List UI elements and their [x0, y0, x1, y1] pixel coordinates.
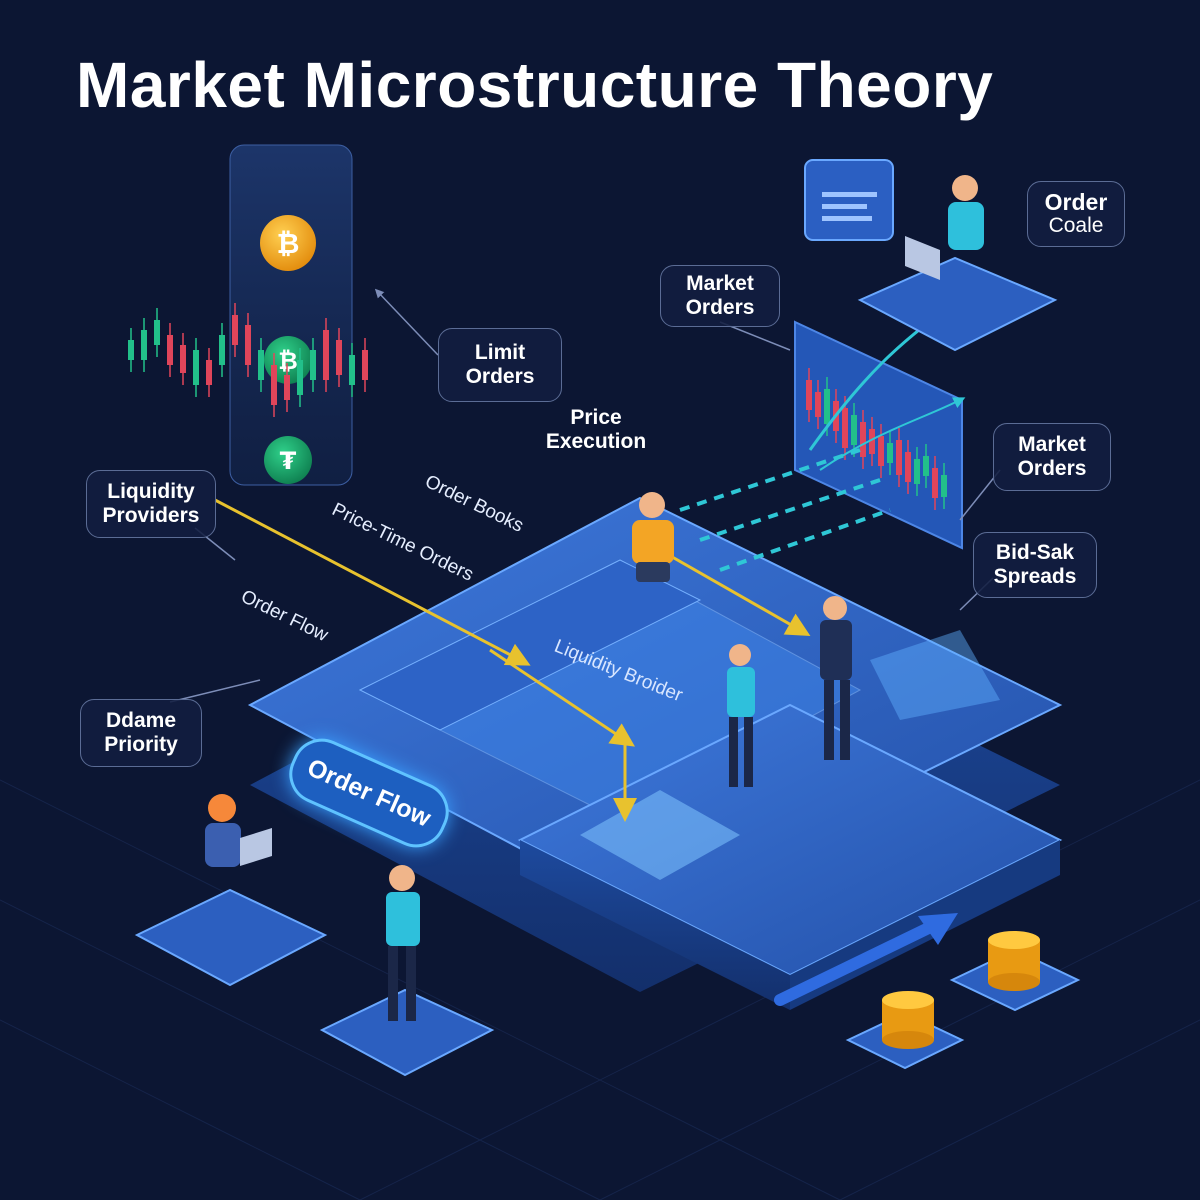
candle-body — [258, 350, 264, 380]
trader-left-seated — [134, 794, 328, 987]
candle-body — [923, 456, 929, 476]
callout-liquidity-providers: Liquidity Providers — [86, 470, 216, 538]
dashed-flow-lines — [679, 448, 891, 572]
callout-line: Ddame — [105, 709, 177, 732]
candle-body — [824, 389, 830, 424]
candle-body — [128, 340, 134, 360]
candle-body — [232, 315, 238, 345]
callout-bid-sak-spreads: Bid-Sak Spreads — [973, 532, 1097, 598]
callout-line: Priority — [104, 733, 178, 756]
callout-line: Bid-Sak — [995, 541, 1075, 564]
svg-text:₿: ₿ — [278, 347, 298, 375]
candle-body — [219, 335, 225, 365]
candle-body — [284, 375, 290, 400]
glow-pad-right — [870, 630, 1000, 720]
candle-body — [154, 320, 160, 345]
label-line: Execution — [545, 430, 647, 453]
callout-market-orders-right: Market Orders — [993, 423, 1111, 491]
trend-arrow-icon — [774, 913, 958, 1006]
callout-ddame-priority: Ddame Priority — [80, 699, 202, 767]
candle-body — [193, 350, 199, 385]
coin-panel — [229, 144, 353, 486]
candle-body — [141, 330, 147, 360]
svg-text:₮: ₮ — [280, 447, 297, 475]
candle-body — [815, 392, 821, 417]
svg-text:₿: ₿ — [277, 227, 300, 260]
callout-line: Orders — [1017, 457, 1087, 480]
candle-body — [887, 443, 893, 463]
candle-body — [297, 360, 303, 395]
candle-body — [869, 429, 875, 454]
callout-line: Orders — [465, 365, 535, 388]
candle-body — [842, 408, 848, 448]
candle-body — [932, 468, 938, 498]
candle-body — [323, 330, 329, 380]
callout-market-orders-top: Market Orders — [660, 265, 780, 327]
candle-body — [336, 340, 342, 375]
callout-line: Providers — [102, 504, 200, 527]
candle-body — [362, 350, 368, 380]
candle-body — [271, 365, 277, 405]
candle-body — [349, 355, 355, 385]
laptop-icon — [905, 236, 940, 280]
callout-line: Orders — [685, 296, 755, 319]
label-price-execution: Price Execution — [538, 406, 654, 454]
candle-body — [180, 345, 186, 373]
label-line: Price — [570, 406, 622, 429]
callout-line: Limit — [474, 341, 526, 364]
candle-body — [905, 452, 911, 482]
trader-top-right — [857, 175, 1058, 352]
candle-body — [878, 436, 884, 466]
callout-line: Coale — [1048, 214, 1104, 237]
candle-body — [310, 350, 316, 380]
callout-line: Market — [1018, 433, 1086, 456]
order-flow-arrows — [214, 498, 811, 822]
chat-bubble-icon — [804, 159, 894, 241]
candle-body — [806, 380, 812, 410]
trader-cyan — [727, 644, 755, 787]
candle-body — [167, 335, 173, 365]
callout-limit-orders: Limit Orders — [438, 328, 562, 402]
coin-stack-small — [845, 991, 965, 1070]
trader-bottom — [319, 865, 495, 1077]
callout-line: Order — [1044, 189, 1108, 215]
trader-pointing — [820, 596, 852, 760]
candle-body — [860, 422, 866, 457]
candle-body — [206, 360, 212, 385]
callout-line: Market — [686, 272, 754, 295]
candle-body — [245, 325, 251, 365]
candle-body — [941, 475, 947, 497]
callout-line: Spreads — [993, 565, 1077, 588]
candle-body — [851, 415, 857, 445]
price-chart-panel — [794, 295, 968, 550]
page-title: Market Microstructure Theory — [76, 49, 994, 121]
callout-line: Liquidity — [107, 480, 195, 503]
candle-body — [914, 459, 920, 484]
coin-stack-large — [949, 931, 1081, 1012]
trader-center — [632, 492, 674, 582]
candle-body — [896, 440, 902, 475]
candlestick-chart-left — [128, 303, 368, 417]
callout-order-code: Order Coale — [1027, 181, 1125, 247]
bitcoin-coin-icon: ₿ — [260, 215, 316, 271]
green-token-coin-icon: ₮ — [264, 436, 312, 484]
